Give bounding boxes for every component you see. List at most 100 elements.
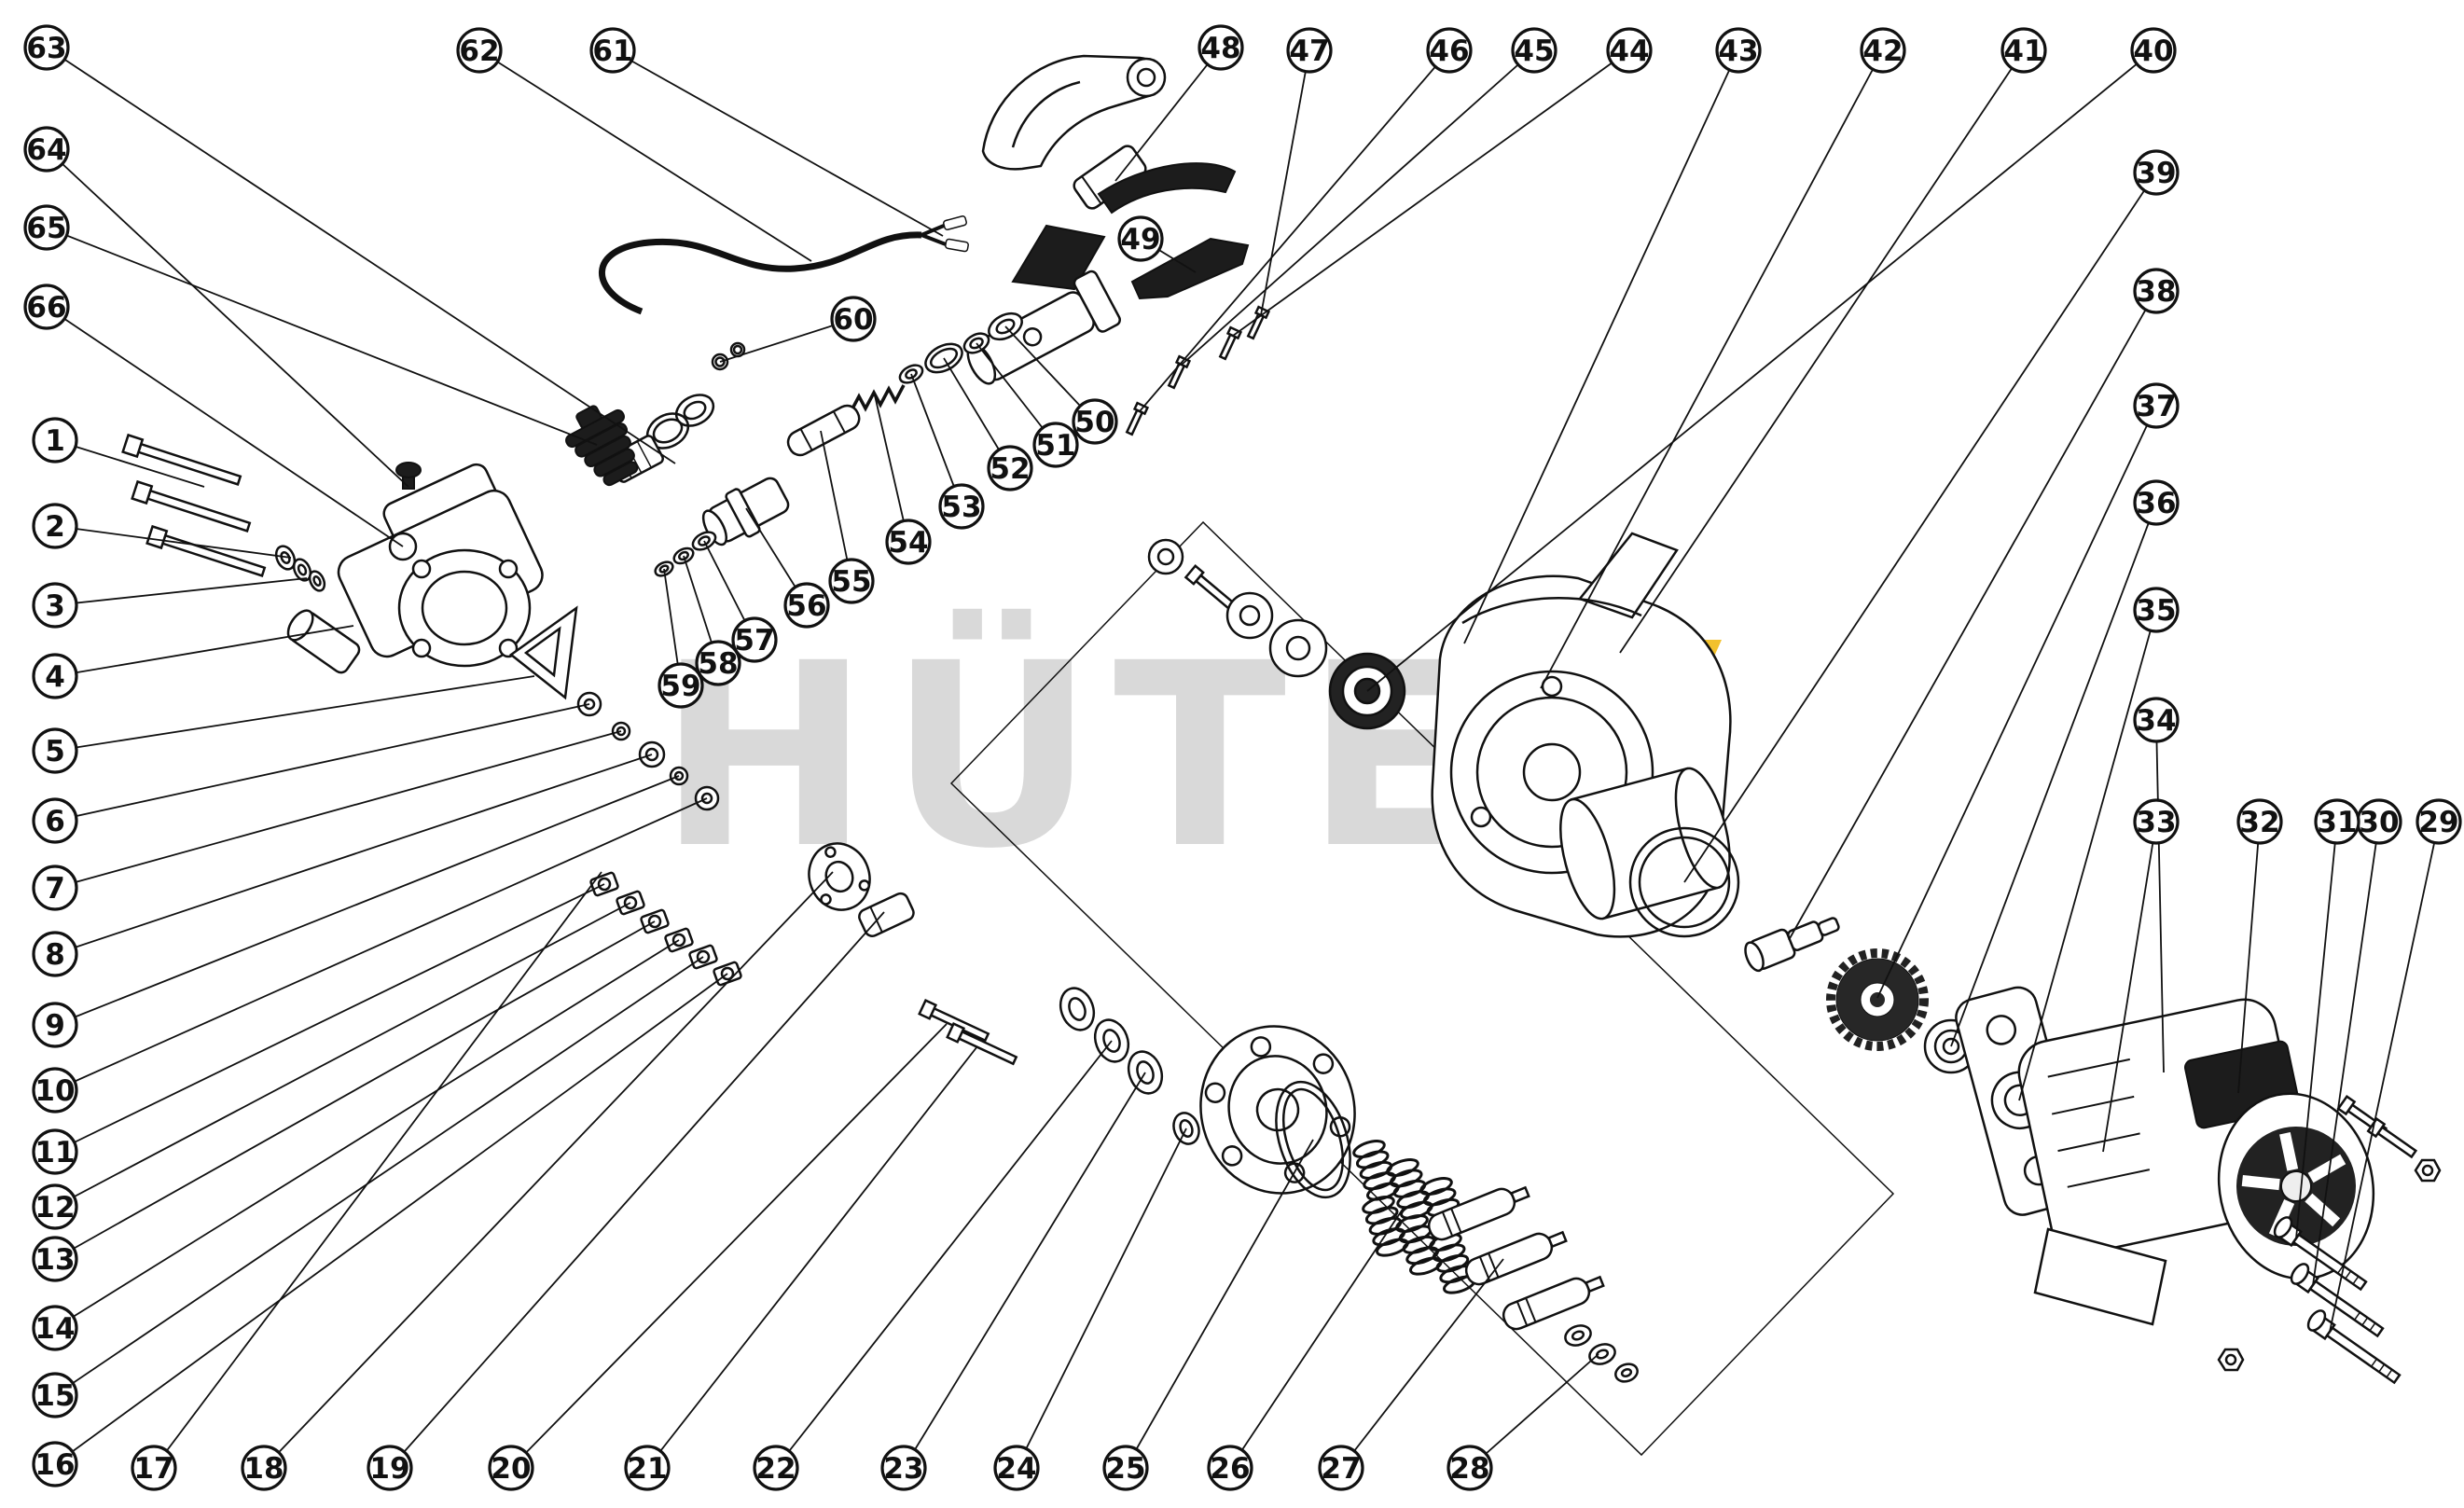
- leader-1: [54, 439, 205, 488]
- svg-text:25: 25: [1105, 1452, 1145, 1486]
- balloon-66: 66: [23, 284, 70, 330]
- svg-text:61: 61: [592, 35, 632, 68]
- svg-text:50: 50: [1074, 406, 1114, 439]
- svg-text:30: 30: [2359, 806, 2399, 839]
- svg-text:33: 33: [2136, 806, 2176, 839]
- leader-23: [903, 1072, 1146, 1469]
- leader-45: [1181, 49, 1535, 366]
- svg-text:22: 22: [755, 1452, 796, 1486]
- leader-20: [510, 1023, 948, 1469]
- balloon-14: 14: [32, 1305, 78, 1351]
- valve-spool: [786, 404, 861, 457]
- svg-text:18: 18: [243, 1452, 284, 1486]
- leader-46: [1139, 49, 1450, 412]
- balloon-50: 50: [1072, 398, 1118, 445]
- svg-text:53: 53: [941, 491, 981, 524]
- balloon-40: 40: [2130, 27, 2177, 74]
- svg-text:37: 37: [2136, 390, 2176, 423]
- leader-18: [263, 871, 834, 1469]
- switch-bracket: [1011, 224, 1106, 291]
- balloon-6: 6: [32, 797, 78, 844]
- balloon-63: 63: [23, 24, 70, 71]
- gun-valve-body: [966, 270, 1121, 385]
- leader-5: [54, 675, 535, 752]
- svg-text:36: 36: [2136, 487, 2176, 520]
- svg-text:56: 56: [786, 589, 826, 623]
- leader-65: [46, 227, 598, 446]
- svg-text:15: 15: [35, 1379, 75, 1413]
- leader-26: [1229, 1207, 1405, 1469]
- leader-35: [2018, 609, 2157, 1101]
- leader-66: [46, 306, 404, 547]
- svg-text:2: 2: [45, 510, 65, 544]
- svg-text:62: 62: [459, 35, 499, 68]
- svg-text:66: 66: [26, 291, 66, 325]
- svg-text:16: 16: [35, 1448, 75, 1482]
- svg-text:23: 23: [883, 1452, 923, 1486]
- pump-o-ring: [1628, 826, 1740, 938]
- balloon-3: 3: [32, 582, 78, 629]
- leader-54: [874, 394, 909, 543]
- leader-17: [153, 871, 602, 1469]
- oil-cap-knob: [395, 462, 422, 490]
- leader-39: [1683, 172, 2157, 883]
- balloon-47: 47: [1286, 27, 1333, 74]
- leader-8: [54, 754, 653, 955]
- balloon-25: 25: [1102, 1445, 1149, 1491]
- bolt: [2311, 1315, 2403, 1388]
- balloon-54: 54: [885, 519, 932, 565]
- svg-text:39: 39: [2136, 157, 2176, 190]
- svg-text:59: 59: [660, 670, 700, 703]
- balloon-13: 13: [32, 1236, 78, 1282]
- leader-64: [46, 148, 409, 488]
- svg-text:57: 57: [734, 624, 774, 657]
- svg-text:38: 38: [2136, 275, 2176, 309]
- leader-55: [820, 430, 852, 582]
- balloon-7: 7: [32, 865, 78, 911]
- motor-foot: [2033, 1227, 2167, 1326]
- svg-text:31: 31: [2317, 806, 2357, 839]
- svg-text:58: 58: [698, 647, 738, 681]
- balloon-16: 16: [32, 1441, 78, 1487]
- balloon-30: 30: [2356, 798, 2402, 845]
- balloon-59: 59: [658, 662, 704, 709]
- svg-text:4: 4: [45, 660, 65, 694]
- crankcase-cover: [918, 987, 1356, 1195]
- balloon-39: 39: [2133, 149, 2180, 196]
- svg-text:46: 46: [1429, 35, 1469, 68]
- spring: [1360, 1192, 1411, 1261]
- balloon-29: 29: [2416, 798, 2462, 845]
- svg-text:27: 27: [1321, 1452, 1361, 1486]
- piston-washers: [1564, 1324, 1639, 1383]
- leader-22: [775, 1040, 1113, 1469]
- balloon-8: 8: [32, 931, 78, 977]
- leader-61: [612, 49, 944, 237]
- svg-text:3: 3: [45, 589, 65, 623]
- leader-40: [1366, 49, 2154, 692]
- svg-text:43: 43: [1718, 35, 1758, 68]
- drive-gear: [1826, 948, 1929, 1051]
- balloon-55: 55: [828, 558, 875, 604]
- balloon-19: 19: [367, 1445, 413, 1491]
- balloon-49: 49: [1117, 215, 1164, 262]
- balloon-9: 9: [32, 1002, 78, 1048]
- leader-42: [1540, 49, 1884, 689]
- leader-63: [46, 47, 676, 464]
- leader-62: [478, 49, 812, 262]
- mounting-bolts: [121, 433, 326, 592]
- svg-text:8: 8: [45, 938, 65, 972]
- balloon-20: 20: [488, 1445, 534, 1491]
- spray-wand-handle: [981, 54, 1167, 171]
- svg-text:7: 7: [45, 872, 65, 906]
- leader-21: [646, 1045, 978, 1469]
- svg-text:5: 5: [45, 735, 65, 768]
- power-cable: [599, 214, 969, 315]
- leader-lines: [46, 47, 2440, 1469]
- balloon-51: 51: [1032, 422, 1079, 468]
- svg-text:12: 12: [35, 1191, 75, 1224]
- balloon-11: 11: [32, 1128, 78, 1175]
- lance-clip: [1097, 162, 1237, 214]
- leader-36: [1950, 502, 2157, 1047]
